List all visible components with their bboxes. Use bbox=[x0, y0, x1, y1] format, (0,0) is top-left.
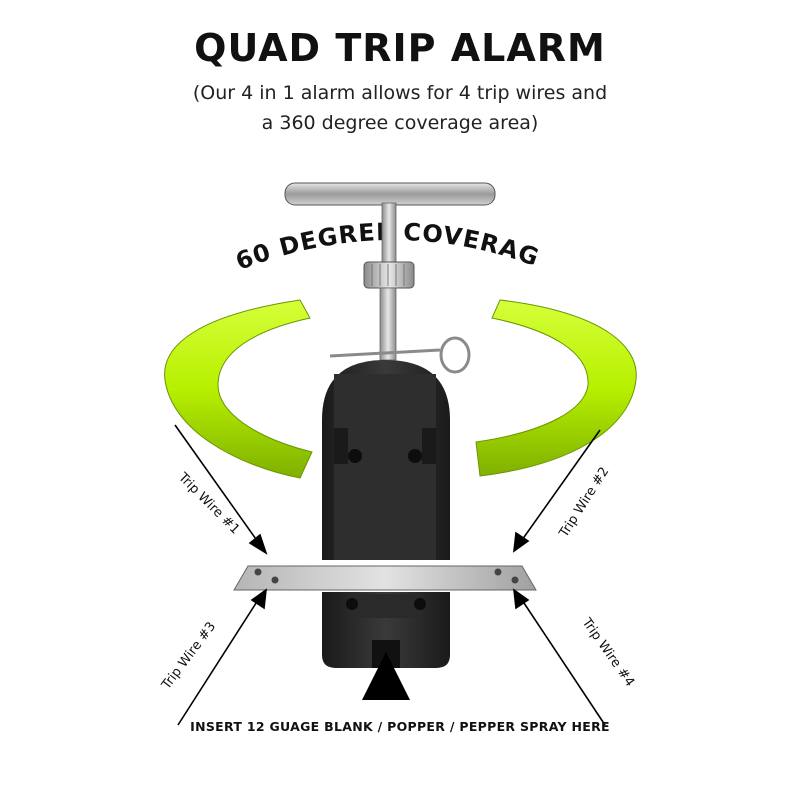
arrow-head-wire1-icon bbox=[248, 533, 268, 555]
trip-wire-arrows bbox=[174, 424, 606, 726]
arrow-head-wire3-icon bbox=[250, 588, 267, 610]
insert-arrow-icon bbox=[362, 652, 410, 700]
safety-pin bbox=[329, 336, 471, 374]
trip-wire-2-label: Trip Wire #2 bbox=[556, 465, 612, 541]
threaded-rod bbox=[379, 287, 397, 361]
trip-wire-1-label: Trip Wire #1 bbox=[174, 470, 242, 538]
t-handle bbox=[284, 182, 496, 264]
subtitle-line-1: (Our 4 in 1 alarm allows for 4 trip wire… bbox=[192, 82, 608, 104]
page-subtitle: (Our 4 in 1 alarm allows for 4 trip wire… bbox=[100, 78, 700, 138]
coverage-ring bbox=[164, 299, 637, 479]
knurled-nut bbox=[363, 261, 415, 289]
coverage-label: 360 DEGREE COVERAGE bbox=[0, 0, 543, 276]
trip-wire-4-label: Trip Wire #4 bbox=[578, 615, 637, 690]
coverage-label-path: 360 DEGREE COVERAGE bbox=[0, 0, 542, 276]
page-title: QUAD TRIP ALARM bbox=[194, 26, 606, 70]
mounting-plate bbox=[233, 565, 537, 591]
arrow-head-wire4-icon bbox=[513, 588, 530, 610]
lower-barrel bbox=[322, 592, 450, 668]
trip-wire-3-label: Trip Wire #3 bbox=[159, 619, 220, 693]
subtitle-line-2: a 360 degree coverage area) bbox=[261, 112, 539, 134]
alarm-body bbox=[322, 360, 450, 560]
insert-caption: INSERT 12 GUAGE BLANK / POPPER / PEPPER … bbox=[190, 719, 610, 734]
arrow-head-wire2-icon bbox=[513, 531, 530, 553]
